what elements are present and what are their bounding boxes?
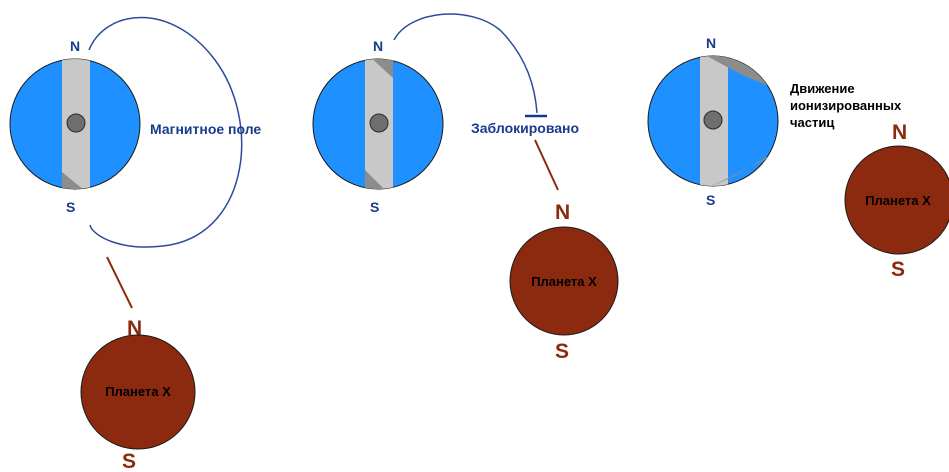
planet-x	[844, 145, 949, 255]
earth-south-label: S	[370, 199, 379, 215]
planet-name-label: Планета X	[531, 274, 597, 289]
panel-1: N S Магнитное поле N Планета X S	[9, 16, 261, 472]
core-center	[66, 113, 86, 133]
planet-south-label: S	[555, 340, 569, 363]
magnetic-field-line	[393, 13, 538, 114]
motion-label-line-1: Движение	[790, 81, 855, 96]
earth-north-label: N	[706, 35, 716, 51]
magnetic-field-line	[88, 16, 243, 248]
panel-2: N S Заблокировано N Планета X S	[312, 13, 619, 363]
earth-north-label: N	[373, 38, 383, 54]
planet-name-label: Планета X	[105, 384, 171, 399]
earth-south-label: S	[66, 199, 75, 215]
motion-label-line-2: ионизированных	[790, 98, 902, 113]
planet-south-label: S	[891, 258, 905, 281]
planet-x	[509, 226, 619, 336]
earth-globe	[312, 58, 444, 190]
earth-globe	[647, 55, 779, 187]
magnetic-field-label: Магнитное поле	[150, 121, 261, 137]
core-center	[703, 110, 723, 130]
planet-connector	[534, 139, 559, 191]
shadow-wedge	[62, 172, 90, 189]
planet-north-label: N	[892, 121, 907, 144]
planet-x	[80, 334, 196, 450]
planet-south-label: S	[122, 450, 136, 472]
shadow-wedge	[368, 59, 393, 78]
ionized-particle-wedge	[705, 56, 778, 90]
earth-north-label: N	[70, 38, 80, 54]
planet-name-label: Планета X	[865, 193, 931, 208]
planet-north-label: N	[555, 201, 570, 224]
motion-label-line-3: частиц	[790, 115, 834, 130]
blocked-label: Заблокировано	[471, 120, 579, 136]
planet-connector	[106, 256, 133, 309]
panel-3: N S Движение ионизированных частиц N Пла…	[647, 35, 949, 281]
earth-south-label: S	[706, 192, 715, 208]
core-center	[369, 113, 389, 133]
earth-globe	[9, 58, 141, 190]
planet-north-label: N	[127, 317, 142, 340]
